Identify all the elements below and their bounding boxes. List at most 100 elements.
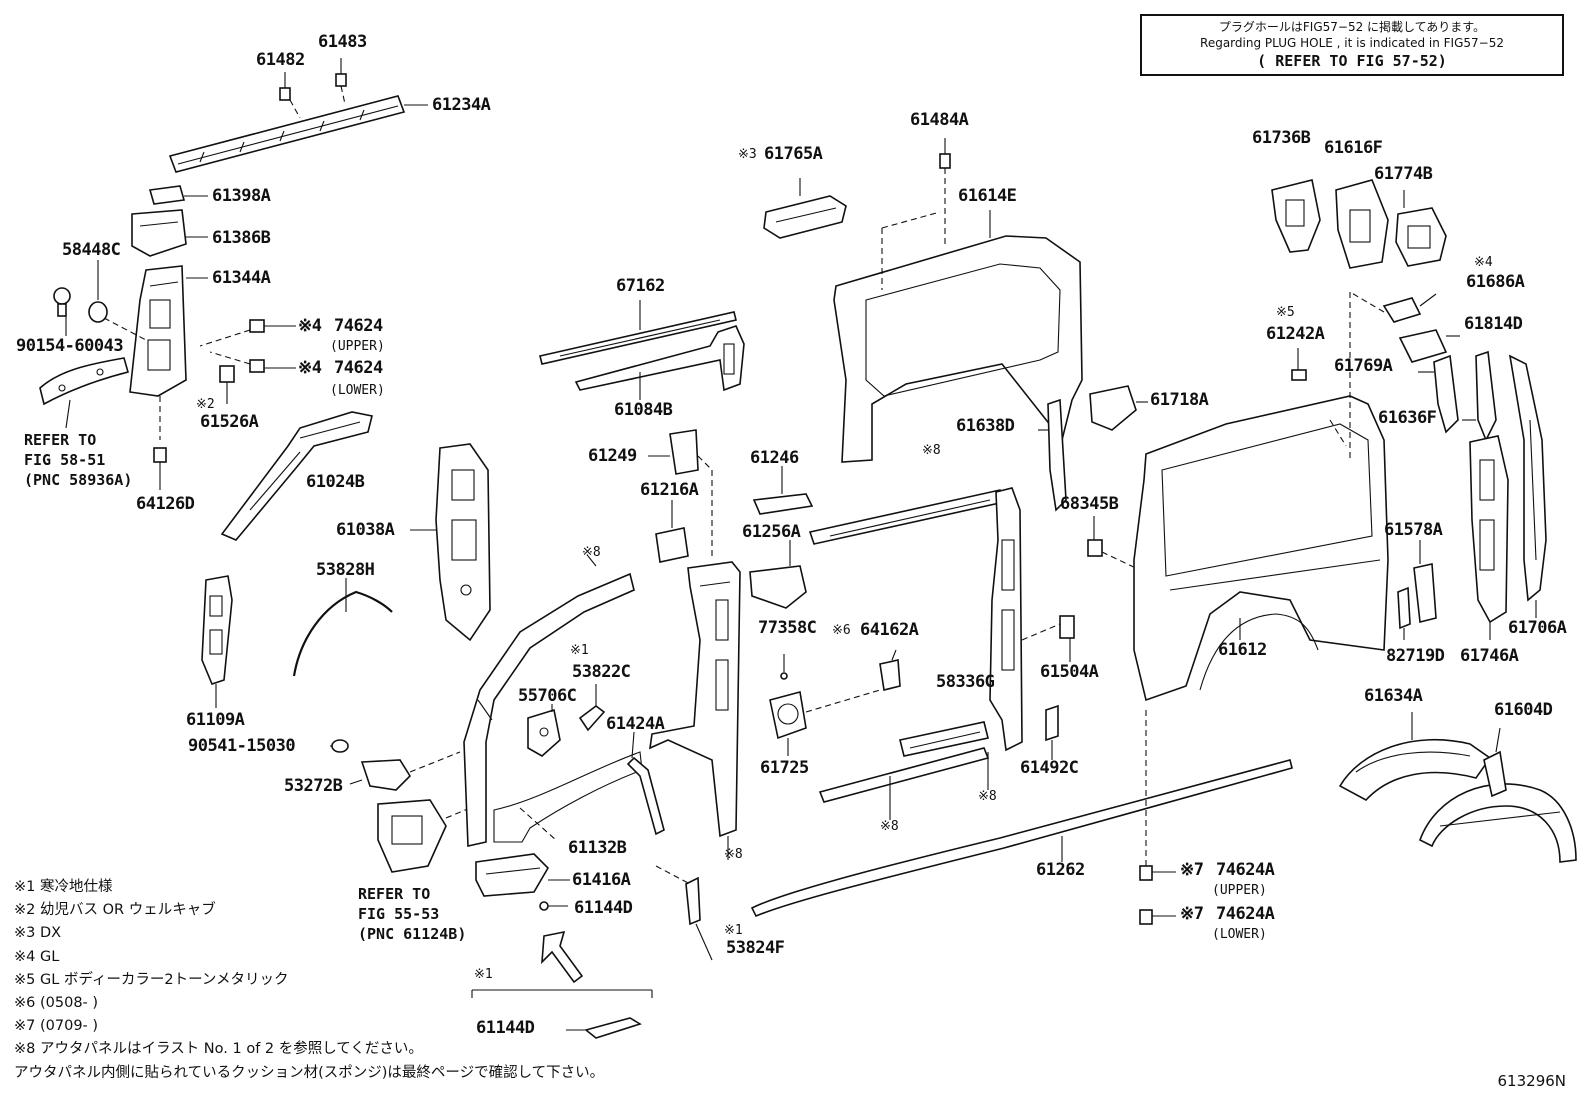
footnote-7: ※7 (0709- ) — [14, 1018, 99, 1035]
callout-61144D-a: 61144D — [574, 898, 633, 918]
marker-1-53824F: ※1 — [724, 923, 743, 938]
clip-61483 — [335, 58, 347, 105]
clip-74624A-lower — [1139, 909, 1176, 925]
callout-61246: 61246 — [750, 448, 799, 468]
callout-61144D-b: 61144D — [476, 1018, 535, 1038]
scuff-58336G — [899, 721, 989, 757]
callout-61109A: 61109A — [186, 710, 245, 730]
callout-58336G: 58336G — [936, 672, 995, 692]
clip-61482 — [279, 72, 301, 119]
callout-61344A: 61344A — [212, 268, 271, 288]
roof-side-rail-61234A — [168, 95, 428, 173]
marker-4-61686A: ※4 — [1474, 255, 1493, 270]
bracket-61616F — [1335, 179, 1389, 269]
bracket-53272B — [349, 751, 461, 791]
marker-8-center-pillar: ※8 — [724, 847, 743, 862]
callout-53828H: 53828H — [316, 560, 375, 580]
callout-61234A: 61234A — [432, 95, 491, 115]
pillar-61706A — [1508, 354, 1547, 618]
panel-61765A — [763, 178, 847, 239]
callout-61634A: 61634A — [1364, 686, 1423, 706]
callout-61686A: 61686A — [1466, 272, 1525, 292]
front-body-frame — [463, 555, 643, 847]
callout-61718A: 61718A — [1150, 390, 1209, 410]
callout-61504A: 61504A — [1040, 662, 1099, 682]
plug-90541-15030 — [330, 739, 349, 753]
fuel-lid-61725 — [769, 689, 881, 756]
bracket-61398A — [148, 185, 208, 205]
pin-77358C — [780, 654, 788, 680]
callout-77358C: 77358C — [758, 618, 817, 638]
callout-61765A: 61765A — [764, 144, 823, 164]
footnote-4: ※4 GL — [14, 948, 60, 965]
grommet-58448C — [88, 260, 108, 323]
callout-61132B: 61132B — [568, 838, 627, 858]
bracket-64162A — [879, 649, 901, 691]
callout-61612: 61612 — [1218, 640, 1267, 660]
marker-8-upper-rail: ※8 — [922, 443, 941, 458]
marker-1-61144D: ※1 — [474, 967, 493, 982]
bracket-61736B — [1271, 179, 1321, 253]
pillar-61746A — [1469, 435, 1509, 640]
footnote-3: ※3 DX — [14, 925, 62, 942]
clip-61242A — [1291, 348, 1307, 381]
marker-8-front: ※8 — [582, 545, 601, 560]
callout-61424A: 61424A — [606, 714, 665, 734]
callout-74624-upper: 74624 — [334, 316, 383, 336]
bolt-61144D-a — [539, 901, 568, 911]
marker-8-rocker: ※8 — [880, 819, 899, 834]
sublabel-lower-74624A: (LOWER) — [1212, 927, 1267, 942]
callout-61706A: 61706A — [1508, 618, 1567, 638]
rocker-strip — [818, 747, 990, 820]
pillar-61024B — [220, 411, 373, 541]
refer-note-58-51-line-1: REFER TO — [24, 431, 97, 449]
footnote-9: アウタパネル内側に貼られているクッション材(スポンジ)は最終ページで確認して下さ… — [14, 1064, 605, 1081]
wheelhouse-outer-61634A — [1338, 712, 1492, 801]
refer-note-55-53-line-3: (PNC 61124B) — [358, 925, 467, 943]
quarter-inner-panel-61614E — [833, 210, 1083, 463]
bracket-61504A — [1059, 615, 1075, 662]
panel-refer-55-53 — [377, 799, 471, 873]
callout-74624-lower: 74624 — [334, 358, 383, 378]
reinforcement-refer-58-51 — [39, 357, 129, 429]
clip-64126D — [153, 447, 167, 490]
refer-box-line-2: Regarding PLUG HOLE , it is indicated in… — [1200, 36, 1504, 50]
callout-61483: 61483 — [318, 32, 367, 52]
callout-64162A: 64162A — [860, 620, 919, 640]
callout-61774B: 61774B — [1374, 164, 1433, 184]
quarter-pillar — [987, 487, 1061, 790]
sublabel-upper-74624: (UPPER) — [330, 339, 385, 354]
callout-64126D: 64126D — [136, 494, 195, 514]
wheelhouse-inner-61604D — [1419, 727, 1577, 863]
strip-61424A — [626, 731, 665, 836]
callout-61484A: 61484A — [910, 110, 969, 130]
marker-8-quarter-pillar: ※8 — [978, 789, 997, 804]
callout-61526A: 61526A — [200, 412, 259, 432]
callout-55706C: 55706C — [518, 686, 577, 706]
footnote-1: ※1 寒冷地仕様 — [14, 879, 113, 895]
refer-note-55-53: REFER TO FIG 55-53 (PNC 61124B) — [358, 884, 466, 944]
bolt-90154-60043 — [53, 287, 71, 336]
callout-53824F: 53824F — [726, 938, 785, 958]
clip-74624-upper — [199, 319, 296, 347]
bracket-61144D-b — [471, 989, 653, 1039]
callout-61084B: 61084B — [614, 400, 673, 420]
bracket-61526A — [219, 365, 235, 404]
callout-61416A: 61416A — [572, 870, 631, 890]
bracket-61386B — [131, 209, 208, 257]
hinge-53822C — [578, 684, 606, 732]
marker-3: ※3 — [738, 147, 757, 162]
refer-box-line-1: プラグホールはFIG57−52 に掲載してあります。 — [1218, 20, 1486, 34]
marker-4-upper: ※4 — [298, 316, 322, 336]
sublabel-lower-74624: (LOWER) — [330, 383, 385, 398]
clip-61484A — [939, 138, 951, 248]
callout-61616F: 61616F — [1324, 138, 1383, 158]
callout-61614E: 61614E — [958, 186, 1017, 206]
bracket-61256A — [749, 540, 807, 609]
sublabel-upper-74624A: (UPPER) — [1212, 883, 1267, 898]
bracket-61686A — [1349, 291, 1437, 460]
callout-61746A: 61746A — [1460, 646, 1519, 666]
pillar-61038A — [410, 443, 491, 642]
footnote-2: ※2 幼児バス OR ウェルキャブ — [14, 902, 216, 919]
